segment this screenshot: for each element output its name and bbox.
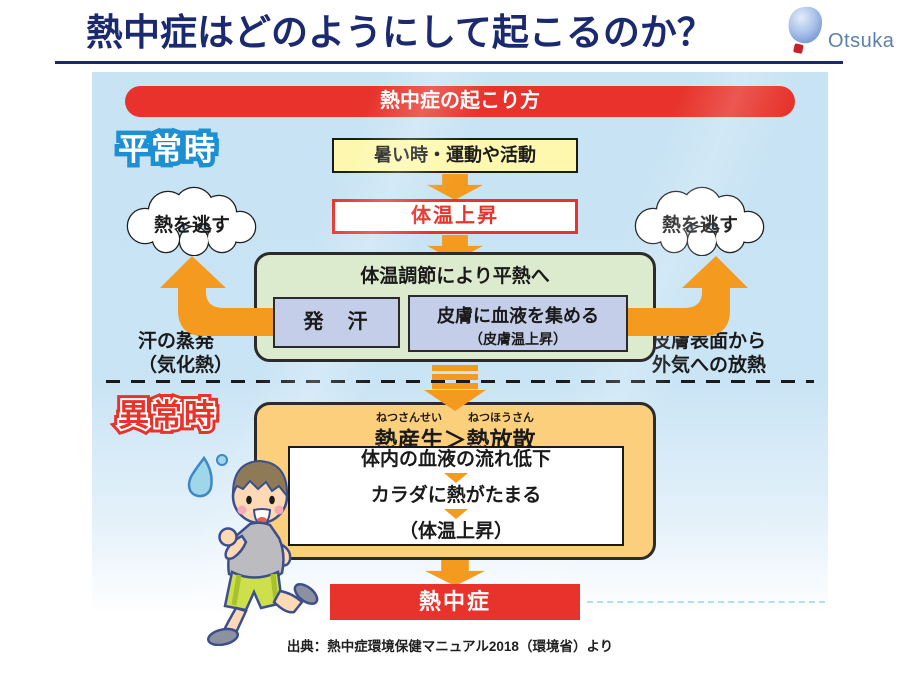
segmented-down-arrow-icon [424,365,486,411]
small-down-arrow-icon [444,473,468,483]
regulation-title: 体温調節により平熱へ [360,266,550,287]
left-note: 汗の蒸発 （気化熱） [138,331,234,376]
heat-release-cloud-left: 熱を逃す [118,186,266,257]
down-arrow-icon [425,560,485,586]
skin-blood-box: 皮膚に血液を集める （皮膚温上昇） [408,295,628,352]
step-3: （体温上昇） [398,521,513,542]
sweating-box: 発 汗 [273,297,400,348]
otsuka-logo: Otsuka [784,4,894,58]
label-normal-phase: 平常時 平常時 [114,130,220,170]
otsuka-logo-mark [788,6,823,54]
skin-blood-text: 皮膚に血液を集める [437,306,599,326]
source-caption: 出典：熱中症環境保健マニュアル2018（環境省）より [286,639,614,654]
label-abnormal-phase: 異常時 異常時 異常時 [113,395,220,436]
heat-release-cloud-right: 熱を逃す [626,186,774,257]
faint-dashed-line [587,601,825,603]
runner-illustration [187,454,319,646]
curved-up-arrow-icon [644,256,748,336]
curved-up-arrow-icon [160,256,264,336]
body-temp-rise-box: 体温上昇 [332,199,578,234]
down-arrow-icon [427,174,483,200]
cloud-label: 熱を逃す [153,215,230,236]
cloud-icon [634,186,765,257]
page-title: 熱中症はどのようにして起こるのか？ [86,12,714,53]
small-down-arrow-icon [444,509,468,519]
skin-blood-subtext: （皮膚温上昇） [469,331,567,347]
step-1: 体内の血液の流れ低下 [360,449,551,470]
diagram-title-banner: 熱中症の起こり方 [125,86,795,117]
step-2: カラダに熱がたまる [370,485,542,506]
orange-band [624,308,646,336]
right-note: 皮膚表面から 外気への放熱 [652,331,767,376]
furigana-netsusansei: ねつさんせい [376,412,442,424]
otsuka-logo-text: Otsuka [828,30,895,52]
heat-buildup-steps-box: 体内の血液の流れ低下 カラダに熱がたまる （体温上昇） [288,446,624,546]
title-underline [55,61,843,64]
furigana-netsuhousan: ねつほうさん [468,412,534,424]
heatstroke-result-box: 熱中症 [330,584,580,620]
cloud-icon [126,186,257,257]
diagram-panel: 熱中症の起こり方 平常時 平常時 暑い時・運動や活動 体温上昇 [92,72,828,632]
phase-divider [106,380,814,383]
cloud-label: 熱を逃す [661,215,738,236]
trigger-box: 暑い時・運動や活動 [332,138,578,173]
